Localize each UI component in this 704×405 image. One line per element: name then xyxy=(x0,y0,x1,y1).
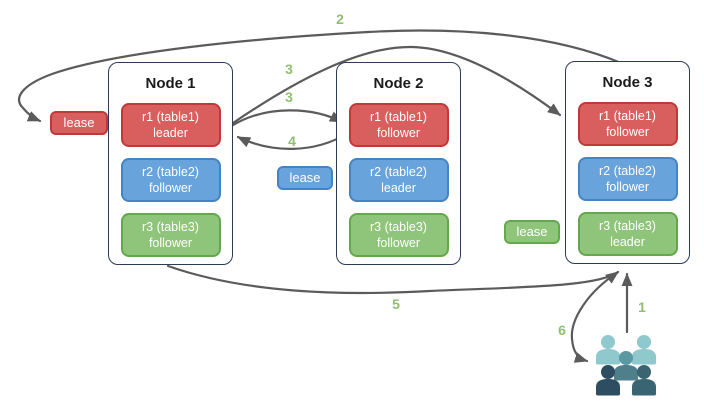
lease-badge-r1: lease xyxy=(50,111,108,135)
user-icon xyxy=(632,335,656,365)
step-1-label: 1 xyxy=(638,299,646,315)
replica-name: r3 (table3) xyxy=(370,220,427,234)
replica-role: leader xyxy=(381,181,416,195)
node1-replica-r1-leader: r1 (table1) leader xyxy=(120,103,221,147)
node-1-title: Node 1 xyxy=(145,75,196,92)
replica-role: follower xyxy=(605,180,650,194)
step-2-label: 2 xyxy=(336,11,344,27)
node3-replica-r2-follower: r2 (table2) follower xyxy=(577,157,678,201)
node-3: Node 3 r1 (table1) follower r2 (table2) … xyxy=(565,61,690,264)
user-icon xyxy=(632,365,656,396)
replica-name: r3 (table3) xyxy=(599,219,656,233)
replica-role: follower xyxy=(148,181,193,195)
replica-name: r1 (table1) xyxy=(370,110,427,124)
node2-replica-r1-follower: r1 (table1) follower xyxy=(348,103,449,147)
lease-badge-r2: lease xyxy=(277,166,333,190)
step-3a-label: 3 xyxy=(285,89,293,105)
replica-role: leader xyxy=(153,126,188,140)
arrow-step2-node3-to-lease1 xyxy=(18,29,623,123)
replica-name: r1 (table1) xyxy=(142,110,199,124)
replica-role: follower xyxy=(605,125,650,139)
replica-name: r2 (table2) xyxy=(599,164,656,178)
node2-replica-r3-follower: r3 (table3) follower xyxy=(348,213,449,257)
node3-replica-r1-follower: r1 (table1) follower xyxy=(577,102,678,146)
replica-role: follower xyxy=(376,236,421,250)
lease-badge-r3: lease xyxy=(504,220,560,244)
node-2: Node 2 r1 (table1) follower r2 (table2) … xyxy=(336,62,461,265)
node-3-title: Node 3 xyxy=(602,74,653,91)
replica-name: r2 (table2) xyxy=(370,165,427,179)
replica-name: r2 (table2) xyxy=(142,165,199,179)
node2-replica-r2-leader: r2 (table2) leader xyxy=(348,158,449,202)
arrow-step6-node3-to-users xyxy=(570,271,619,363)
arrow-step3-node1-to-node2 xyxy=(231,109,344,127)
step-5-label: 5 xyxy=(392,296,400,312)
replica-role: follower xyxy=(148,236,193,250)
replica-role: follower xyxy=(376,126,421,140)
user-icon xyxy=(596,335,620,365)
arrow-step3-node1-to-node3 xyxy=(231,45,562,125)
replica-name: r3 (table3) xyxy=(142,220,199,234)
users-group-icon xyxy=(596,335,656,396)
node-2-title: Node 2 xyxy=(373,75,424,92)
node-1: Node 1 r1 (table1) leader r2 (table2) fo… xyxy=(108,62,233,265)
user-icon xyxy=(614,351,638,381)
user-icon xyxy=(596,365,620,396)
step-4-label: 4 xyxy=(288,133,296,149)
node3-replica-r3-leader: r3 (table3) leader xyxy=(577,212,678,256)
step-3b-label: 3 xyxy=(285,61,293,77)
node1-replica-r2-follower: r2 (table2) follower xyxy=(120,158,221,202)
replica-name: r1 (table1) xyxy=(599,109,656,123)
step-6-label: 6 xyxy=(558,322,566,338)
node1-replica-r3-follower: r3 (table3) follower xyxy=(120,213,221,257)
arrow-step5-node1-to-node3 xyxy=(166,264,620,295)
replica-role: leader xyxy=(610,235,645,249)
